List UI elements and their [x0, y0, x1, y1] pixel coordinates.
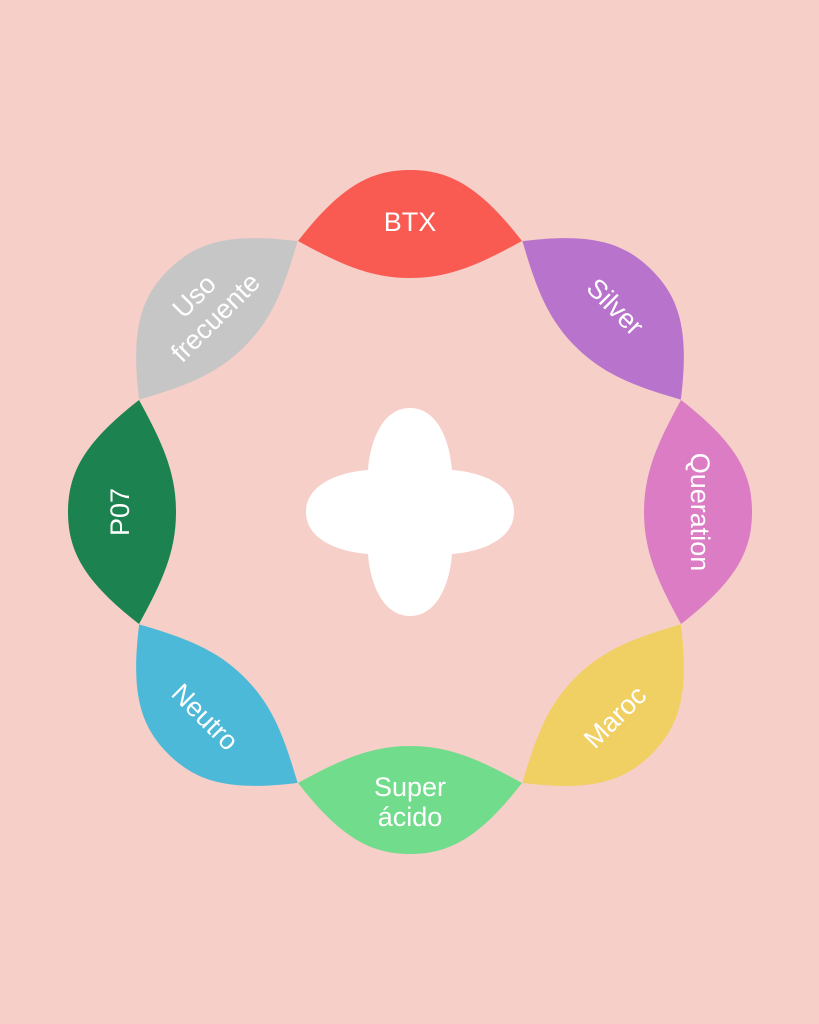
- petal-neutro: Neutro: [136, 624, 298, 786]
- center-blob-icon: [306, 408, 514, 616]
- petal-label-line: ácido: [378, 802, 443, 832]
- petal-maroc: Maroc: [522, 624, 684, 786]
- petal-p07: P07: [68, 400, 176, 624]
- petal-shape: [136, 238, 298, 400]
- petal-label-line: P07: [105, 488, 135, 536]
- petal-shape: [298, 746, 522, 854]
- petal-shape: [136, 624, 298, 786]
- petal-shape: [644, 400, 752, 624]
- petal-shape: [522, 238, 684, 400]
- petal-btx: BTX: [298, 170, 522, 278]
- petal-label-line: Super: [374, 772, 446, 802]
- petal-shape: [298, 170, 522, 278]
- petal-label: P07: [105, 488, 135, 536]
- petal-queration: Queration: [644, 400, 752, 624]
- petal-label-line: Queration: [685, 453, 715, 572]
- petal-shape: [68, 400, 176, 624]
- petal-silver: Silver: [522, 238, 684, 400]
- petal-uso-frecuente: Usofrecuente: [136, 238, 298, 400]
- petal-shape: [522, 624, 684, 786]
- petal-label: Queration: [685, 453, 715, 572]
- petal-label-line: BTX: [384, 207, 437, 237]
- petal-label: BTX: [384, 207, 437, 237]
